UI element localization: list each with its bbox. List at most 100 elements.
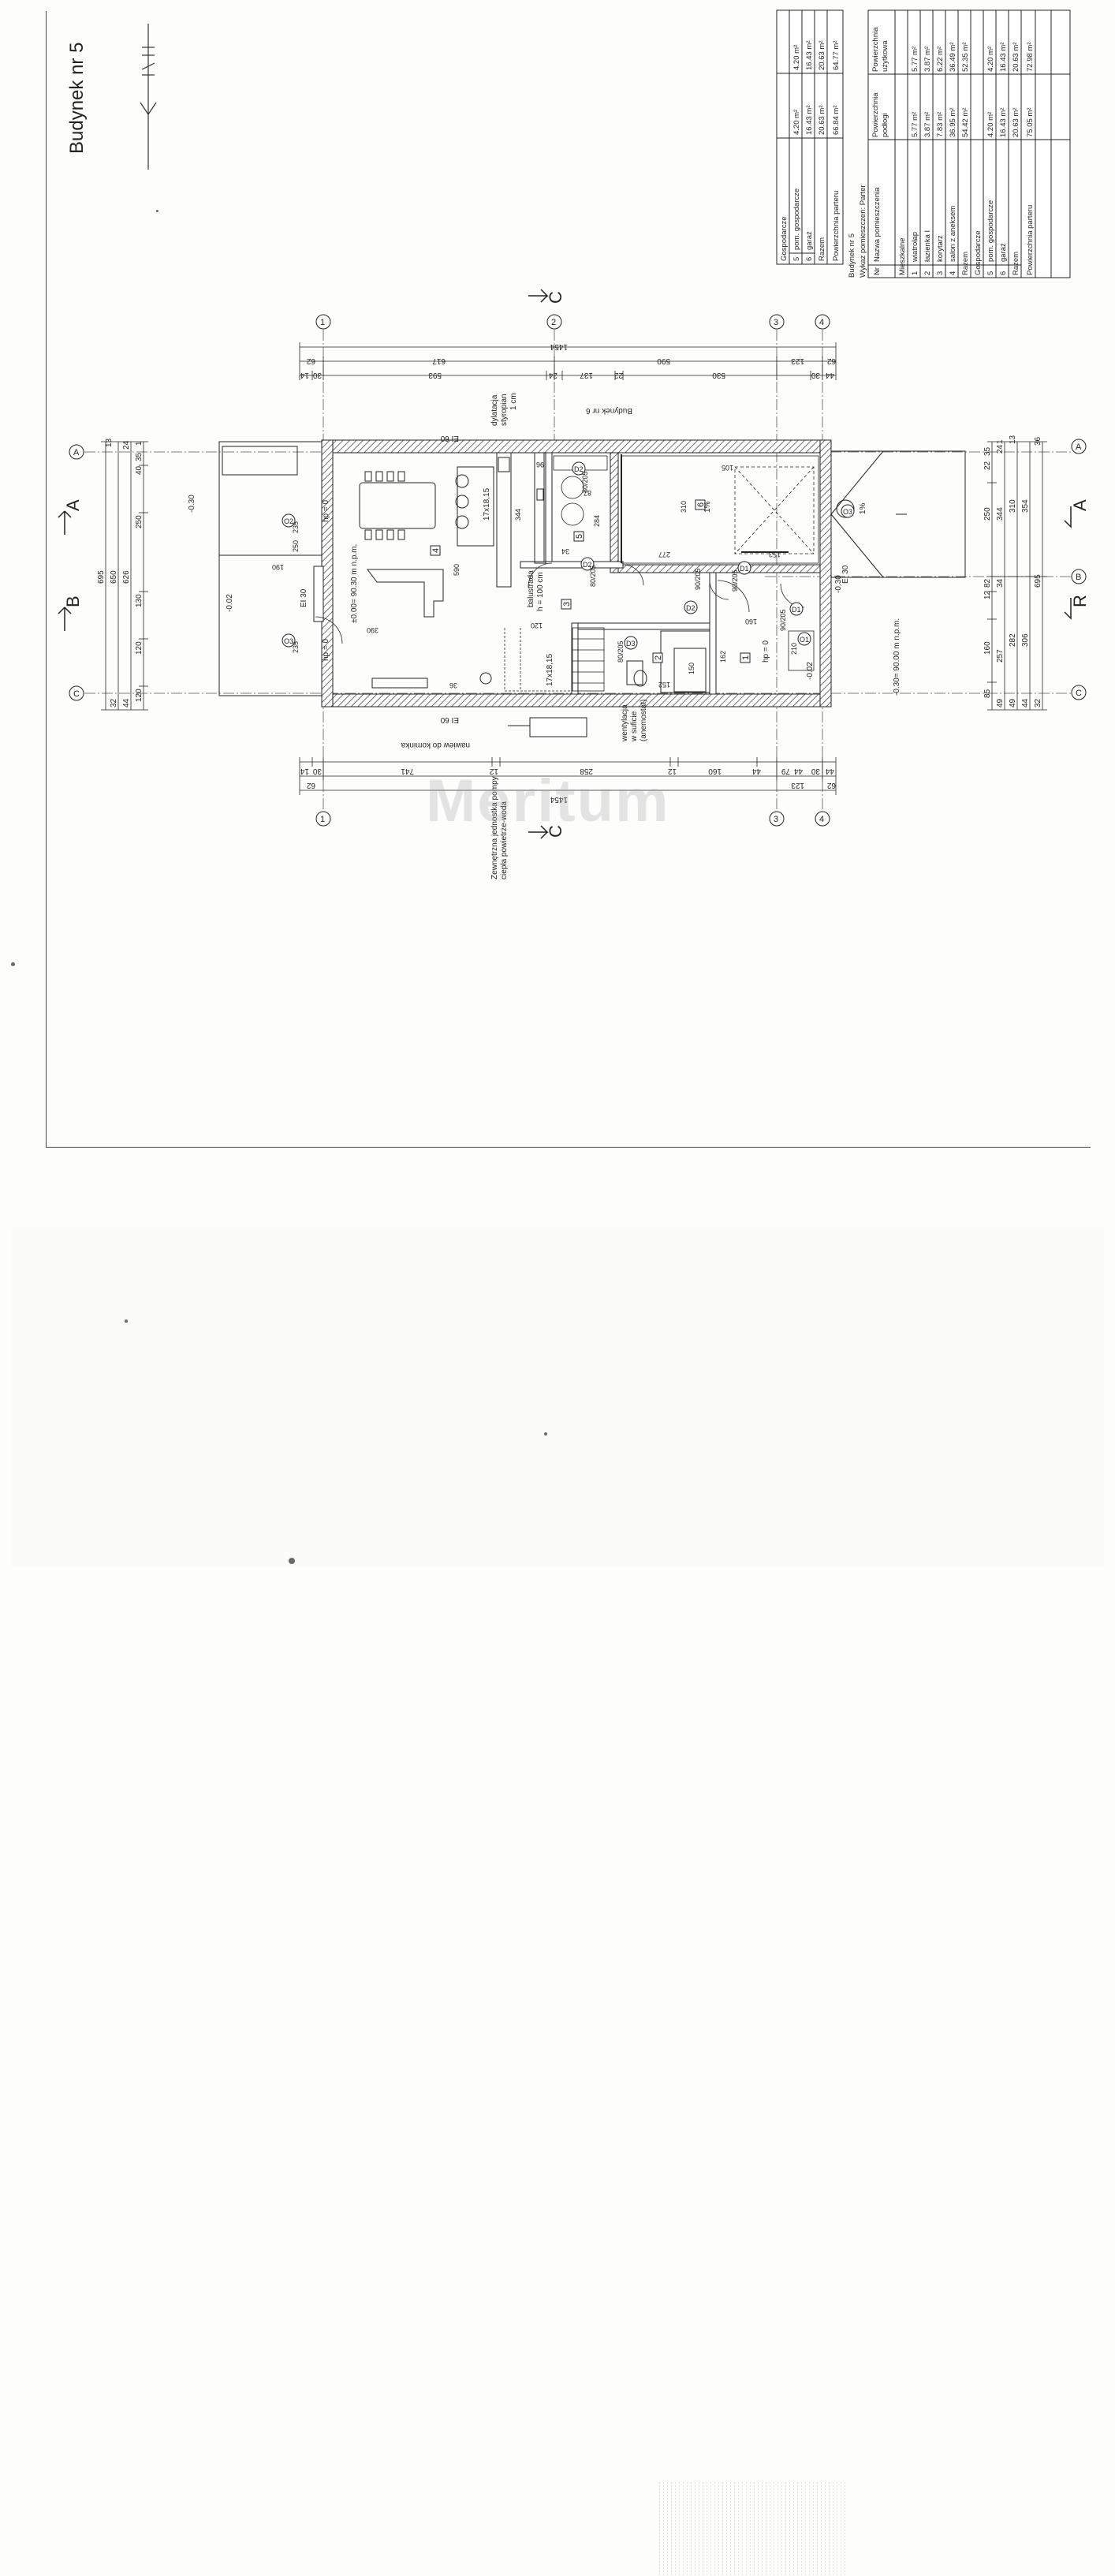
axis-bubble-b-right: B bbox=[1071, 569, 1087, 584]
svg-text:12: 12 bbox=[983, 590, 992, 599]
door-tag-d2b: D2 bbox=[684, 600, 698, 614]
svg-text:310: 310 bbox=[1009, 499, 1017, 513]
door-tag-d2: D2 bbox=[580, 557, 595, 571]
svg-text:6: 6 bbox=[696, 502, 706, 507]
svg-text:Gospodarcze: Gospodarcze bbox=[780, 216, 789, 261]
svg-text:344: 344 bbox=[996, 507, 1005, 521]
svg-text:20.63 m²: 20.63 m² bbox=[818, 41, 826, 71]
table-rooms-parter: Budynek nr 5 Wykaz pomieszczeń: Parter N… bbox=[848, 9, 1071, 278]
svg-text:1: 1 bbox=[996, 439, 1005, 444]
svg-text:±0.00= 90.30 m n.p.m.: ±0.00= 90.30 m n.p.m. bbox=[350, 544, 359, 623]
section-c-marker-bottom: C bbox=[546, 825, 565, 838]
svg-text:32: 32 bbox=[1034, 698, 1042, 707]
svg-text:277: 277 bbox=[658, 551, 670, 558]
svg-text:D2: D2 bbox=[686, 604, 695, 612]
svg-text:137: 137 bbox=[580, 371, 593, 379]
svg-text:-0.30: -0.30 bbox=[188, 495, 196, 513]
svg-text:36.49 m²: 36.49 m² bbox=[949, 43, 957, 73]
svg-text:258: 258 bbox=[580, 767, 593, 775]
svg-text:-0.30= 90.00 m n.p.m.: -0.30= 90.00 m n.p.m. bbox=[893, 618, 901, 696]
svg-text:250: 250 bbox=[983, 507, 992, 521]
svg-text:hp = 0: hp = 0 bbox=[322, 499, 330, 522]
svg-text:Razem: Razem bbox=[818, 237, 826, 261]
door-tag-d1b: D1 bbox=[789, 602, 804, 616]
svg-text:34: 34 bbox=[996, 578, 1005, 588]
plan-annotations: Budynek nr 6 dylatacja styropian 1 cm EI… bbox=[188, 393, 901, 879]
svg-text:nawiew do kominka: nawiew do kominka bbox=[401, 741, 470, 749]
svg-text:Zewnętrzna jednostka pompy: Zewnętrzna jednostka pompy bbox=[490, 776, 499, 879]
svg-text:235: 235 bbox=[292, 521, 300, 533]
svg-text:hp = 0: hp = 0 bbox=[322, 638, 330, 661]
svg-text:Nazwa pomieszczenia: Nazwa pomieszczenia bbox=[873, 187, 882, 262]
axis-bubble-c-right: C bbox=[1071, 685, 1087, 700]
svg-text:210: 210 bbox=[790, 643, 798, 655]
svg-text:741: 741 bbox=[401, 767, 414, 775]
svg-text:36.95 m²: 36.95 m² bbox=[949, 108, 957, 138]
svg-text:pom. gospodarcze: pom. gospodarcze bbox=[986, 200, 995, 262]
svg-text:3: 3 bbox=[774, 318, 778, 327]
svg-text:Powierzchnia: Powierzchnia bbox=[871, 27, 880, 72]
svg-text:EI 60: EI 60 bbox=[440, 715, 459, 724]
door-size-labels: 90/205 80/205 90/205 80/205 90/205 80/20… bbox=[292, 471, 798, 663]
svg-text:wentylacja: wentylacja bbox=[621, 704, 629, 742]
svg-text:87: 87 bbox=[584, 489, 591, 497]
driveway bbox=[830, 450, 966, 578]
svg-text:1: 1 bbox=[135, 441, 144, 446]
axis-bubble-3-bottom: 3 bbox=[769, 811, 785, 827]
svg-text:1%: 1% bbox=[703, 501, 712, 513]
svg-text:ciepła powietrze-woda: ciepła powietrze-woda bbox=[500, 801, 509, 879]
svg-text:Budynek nr 5: Budynek nr 5 bbox=[848, 233, 856, 278]
table-gospodarcze: Gospodarcze 5 pom. gospodarcze 4.20 m² 4… bbox=[776, 9, 844, 265]
svg-text:306: 306 bbox=[1021, 633, 1030, 647]
svg-text:7.83 m²: 7.83 m² bbox=[936, 112, 945, 137]
exterior-walls bbox=[321, 439, 832, 707]
svg-text:24: 24 bbox=[122, 440, 131, 450]
room-6-garage bbox=[621, 454, 819, 564]
svg-text:1: 1 bbox=[320, 815, 325, 824]
svg-text:łazienka I: łazienka I bbox=[923, 230, 932, 262]
svg-text:Razem: Razem bbox=[961, 252, 970, 275]
svg-text:30: 30 bbox=[811, 767, 820, 775]
svg-text:1454: 1454 bbox=[550, 342, 568, 351]
svg-text:pom. gospodarcze: pom. gospodarcze bbox=[792, 189, 801, 250]
svg-text:90/205: 90/205 bbox=[779, 609, 787, 631]
svg-text:62: 62 bbox=[826, 357, 836, 365]
svg-text:32: 32 bbox=[110, 698, 118, 707]
svg-text:garaż: garaż bbox=[805, 231, 814, 250]
svg-text:62: 62 bbox=[306, 781, 315, 790]
svg-text:284: 284 bbox=[593, 515, 601, 527]
svg-text:354: 354 bbox=[1021, 499, 1030, 513]
svg-text:D3: D3 bbox=[626, 640, 636, 648]
svg-text:12: 12 bbox=[489, 767, 498, 775]
svg-text:530: 530 bbox=[712, 371, 725, 379]
svg-text:styropian: styropian bbox=[500, 394, 509, 426]
axis-bubble-c-left: C bbox=[69, 685, 84, 701]
dimension-chain-bottom bbox=[299, 757, 837, 795]
svg-text:salon z aneksem: salon z aneksem bbox=[949, 206, 957, 262]
svg-text:1%: 1% bbox=[859, 502, 867, 514]
scan-speck bbox=[11, 962, 15, 966]
svg-text:162: 162 bbox=[719, 651, 727, 663]
svg-text:16.43 m²: 16.43 m² bbox=[805, 41, 814, 71]
svg-text:hp = 0: hp = 0 bbox=[762, 640, 770, 663]
svg-text:160: 160 bbox=[708, 767, 722, 775]
svg-text:120: 120 bbox=[135, 641, 144, 655]
svg-text:105: 105 bbox=[722, 464, 733, 472]
svg-text:257: 257 bbox=[996, 649, 1005, 663]
door-tag-d2c: D2 bbox=[572, 461, 586, 476]
svg-text:12: 12 bbox=[667, 767, 677, 775]
svg-text:D2: D2 bbox=[583, 561, 592, 569]
svg-text:3.87 m²: 3.87 m² bbox=[923, 47, 932, 72]
sheet-frame bbox=[46, 11, 1091, 1148]
dimension-chain-right bbox=[987, 441, 1047, 711]
svg-text:44: 44 bbox=[825, 371, 834, 379]
svg-text:Powierzchnia: Powierzchnia bbox=[871, 92, 880, 137]
axis-bubble-a-left: A bbox=[69, 444, 84, 460]
axis-bubble-4-top: 4 bbox=[815, 314, 830, 330]
svg-text:3: 3 bbox=[562, 602, 572, 607]
svg-text:75.05 m²: 75.05 m² bbox=[1026, 108, 1035, 138]
svg-text:B: B bbox=[1076, 573, 1081, 582]
axis-bubble-1-top: 1 bbox=[315, 314, 331, 330]
svg-text:1: 1 bbox=[320, 318, 325, 327]
svg-text:1 cm: 1 cm bbox=[509, 393, 518, 410]
